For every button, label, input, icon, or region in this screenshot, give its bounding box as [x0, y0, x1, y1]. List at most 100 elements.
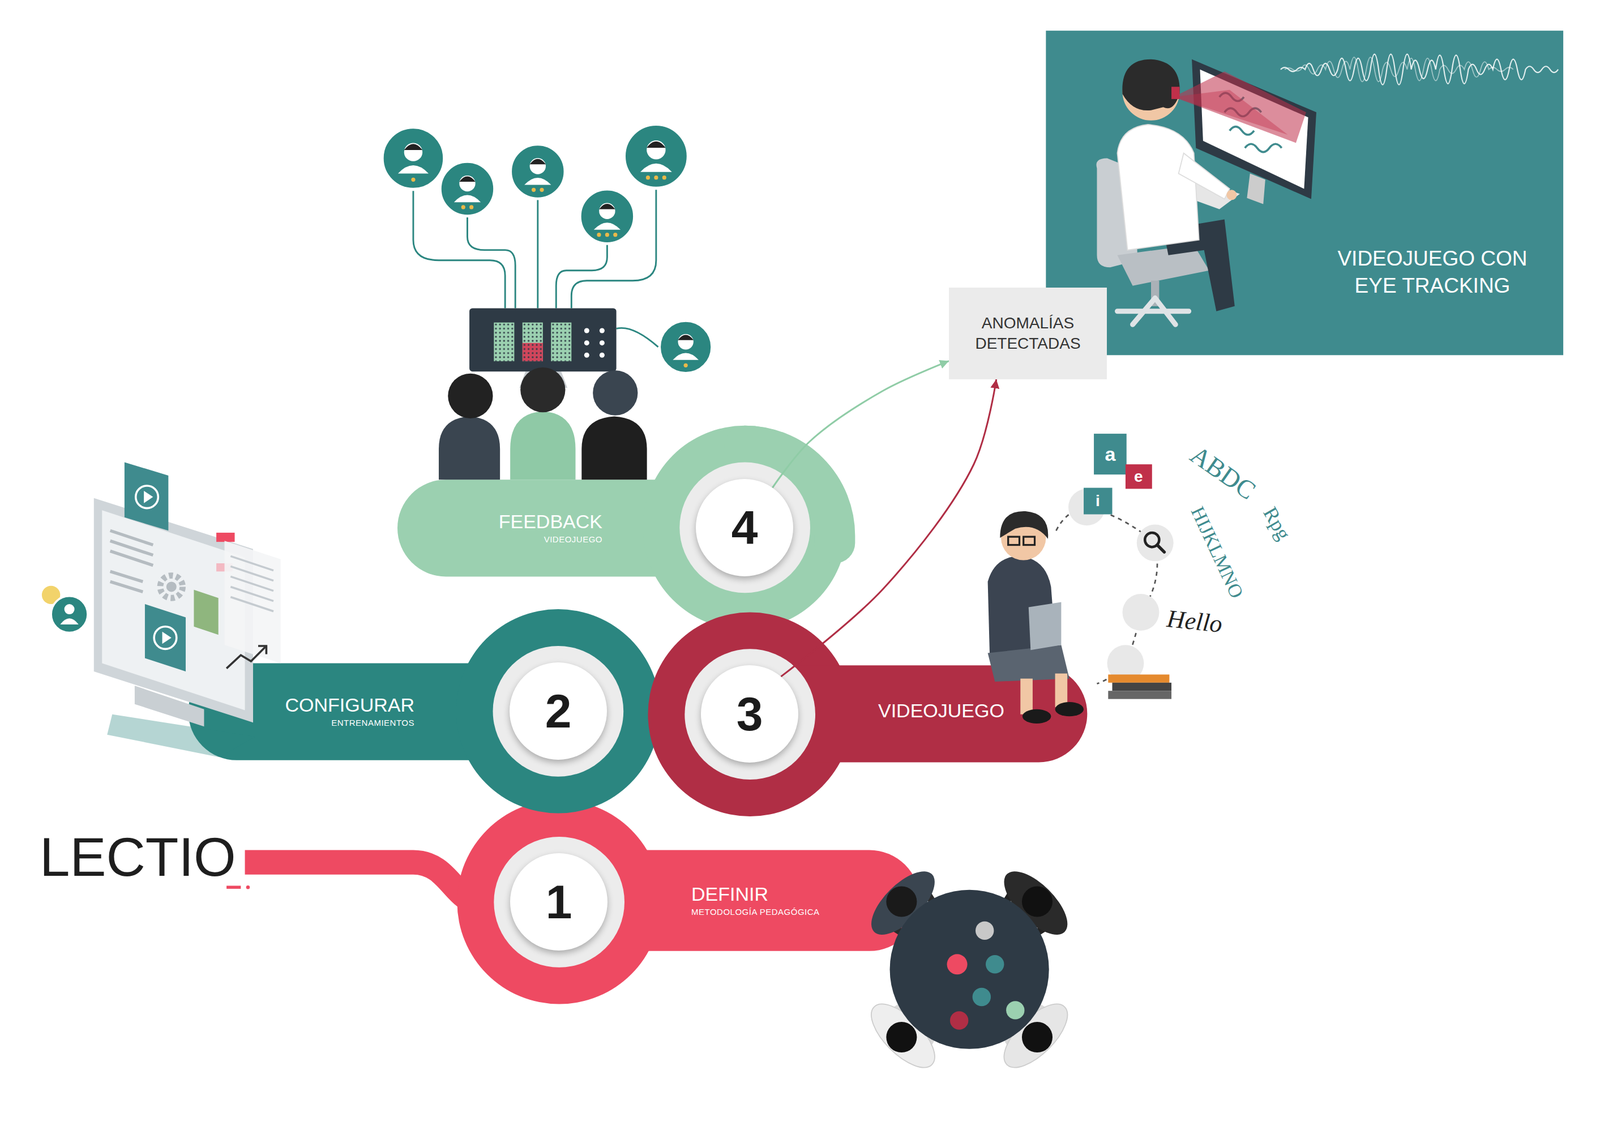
node-title: VIDEOJUEGO CON EYE TRACKING [1324, 245, 1540, 300]
config-computer [162, 631, 172, 645]
eye-tracking-panel [1284, 57, 1514, 82]
rating-star [613, 232, 618, 237]
config-computer [135, 485, 159, 509]
eye-tracking-panel [1171, 86, 1180, 100]
rating-star [539, 187, 544, 192]
screen-star [584, 340, 590, 346]
team-table [947, 953, 968, 975]
ribbon-feedback [642, 425, 847, 630]
avatar-wire [571, 189, 657, 308]
node-title: DEFINIR [691, 883, 820, 906]
eye-tracking-panel [1246, 173, 1265, 205]
team-table [861, 861, 1078, 1078]
node-title: VIDEOJUEGO [878, 699, 1005, 722]
ribbon-definir [226, 886, 241, 889]
config-computer [50, 596, 88, 633]
puzzle-letter: i [1095, 492, 1101, 511]
feedback-group [624, 124, 688, 188]
number-ring [684, 648, 816, 780]
rating-star [411, 175, 688, 368]
student [1107, 674, 1170, 683]
node-title: CONFIGURAR [284, 694, 415, 717]
config-computer [143, 490, 153, 504]
feedback-group [440, 161, 495, 216]
rating-star [683, 363, 688, 368]
team-table [890, 890, 1050, 1050]
config-computer [258, 646, 267, 654]
rating-star [605, 232, 610, 237]
student [1008, 536, 1020, 545]
feedback-group [581, 416, 647, 480]
rating-star [469, 204, 474, 209]
config-computer [124, 462, 169, 532]
feedback-group [592, 370, 638, 416]
feedback-group [447, 373, 493, 419]
puzzle-letter: a [1105, 443, 1116, 465]
eye-tracking-panel [1280, 54, 1559, 85]
node-title: 3 [736, 690, 764, 738]
step-number: 2 [509, 662, 607, 760]
avatar-wire [536, 199, 539, 308]
config-computer [144, 604, 186, 672]
ribbon-definir [226, 800, 921, 1004]
config-computer [41, 462, 281, 758]
eye-tracking-panel [1117, 297, 1189, 325]
feedback-group [469, 307, 617, 372]
rating-star [653, 175, 658, 180]
config-computer [193, 589, 218, 635]
hello-script: Hello [1165, 605, 1224, 639]
config-computer [60, 618, 79, 625]
rating-star [531, 187, 536, 192]
config-computer [224, 540, 281, 663]
eye-tracking-panel [1045, 30, 1564, 355]
student [1093, 433, 1127, 475]
node-subtitle: ENTRENAMIENTOS [284, 717, 415, 729]
rating-star [596, 232, 601, 237]
ribbon-definir [245, 862, 481, 902]
step-number: 4 [695, 478, 794, 577]
avatar-wire [467, 217, 516, 308]
config-computer [101, 510, 245, 710]
student [987, 433, 1174, 724]
logo-title: LECTIO [39, 830, 237, 885]
student [1136, 524, 1174, 562]
ribbon-configurar [456, 609, 661, 814]
student [1125, 464, 1153, 489]
node-title: 4 [731, 503, 759, 552]
feedback-group [382, 124, 712, 480]
feedback-group [520, 367, 566, 413]
node-title: 1 [545, 878, 573, 926]
feedback-group [510, 144, 565, 199]
config-computer [160, 575, 183, 599]
eye-tracking-panel [1226, 189, 1237, 200]
eye-tracking-panel [1173, 71, 1307, 143]
step-band: DEFINIRMETODOLOGÍA PEDAGÓGICA [685, 879, 826, 921]
student [999, 511, 1048, 539]
screen-star [599, 328, 605, 334]
eye-tracking-panel: VIDEOJUEGO CON EYE TRACKING [1045, 30, 1564, 355]
config-computer [226, 647, 265, 669]
feedback-group [580, 189, 635, 244]
anomaly-arrow [780, 379, 996, 677]
screen-star [599, 352, 605, 358]
node-title: 2 [545, 687, 572, 735]
rating-star [646, 175, 650, 180]
config-computer [230, 555, 274, 611]
feedback-group [382, 127, 444, 189]
rating-star [461, 204, 466, 209]
screen-star [584, 328, 590, 334]
team-table [972, 987, 991, 1007]
floating-letters: HIJKLMNO [1186, 503, 1248, 602]
node-subtitle: METODOLOGÍA PEDAGÓGICA [691, 907, 820, 918]
number-ring [679, 462, 811, 594]
step-band: CONFIGURARENTRENAMIENTOS [279, 690, 421, 732]
student [1023, 536, 1035, 545]
screen-star [599, 340, 605, 346]
student [1055, 673, 1068, 708]
team-table [985, 955, 1004, 974]
student [1083, 488, 1112, 515]
eye-tracking-panel [1173, 90, 1289, 135]
team-table [1006, 1000, 1025, 1020]
node-title: FEEDBACK [498, 510, 603, 533]
